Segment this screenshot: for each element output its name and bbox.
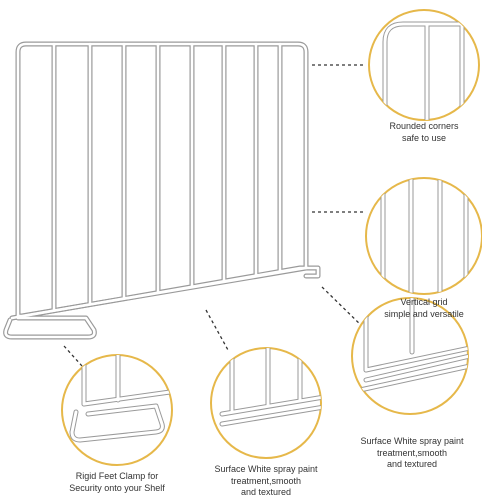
callout-circle-vertical-grid bbox=[365, 177, 482, 295]
caption-line: safe to use bbox=[401, 132, 447, 143]
leader-lines bbox=[63, 64, 367, 367]
caption-line: Security onto your Shelf bbox=[69, 482, 165, 493]
caption-line: and textured bbox=[240, 487, 292, 497]
caption-surface-right: Surface White spray paint treatment,smoo… bbox=[344, 436, 480, 471]
caption-line: Rigid Feet Clamp for bbox=[75, 471, 159, 481]
caption-line: Surface White spray paint bbox=[360, 436, 464, 446]
leader-surface-center bbox=[205, 309, 229, 351]
caption-line: Rounded corners bbox=[389, 121, 459, 131]
shelf-divider-main bbox=[3, 41, 321, 340]
caption-line: Surface White spray paint bbox=[214, 464, 318, 474]
callout-circle-rigid-feet bbox=[61, 354, 173, 466]
caption-line: treatment,smooth bbox=[376, 447, 448, 458]
caption-rigid-feet: Rigid Feet Clamp for Security onto your … bbox=[52, 471, 182, 494]
caption-line: Vertical grid bbox=[400, 297, 448, 307]
caption-vertical-grid: Vertical grid simple and versatile bbox=[362, 297, 482, 320]
caption-line: treatment,smooth bbox=[230, 475, 302, 486]
callout-circle-rounded-corners bbox=[368, 9, 480, 121]
caption-line: simple and versatile bbox=[384, 308, 464, 319]
callout-circle-surface-right bbox=[351, 297, 469, 415]
leader-surface-right bbox=[321, 286, 367, 331]
caption-line: and textured bbox=[386, 459, 438, 469]
caption-surface-center: Surface White spray paint treatment,smoo… bbox=[198, 464, 334, 499]
callout-circle-surface-center bbox=[210, 347, 322, 459]
caption-rounded-corners: Rounded corners safe to use bbox=[362, 121, 482, 144]
leader-rigid-feet bbox=[63, 345, 83, 367]
